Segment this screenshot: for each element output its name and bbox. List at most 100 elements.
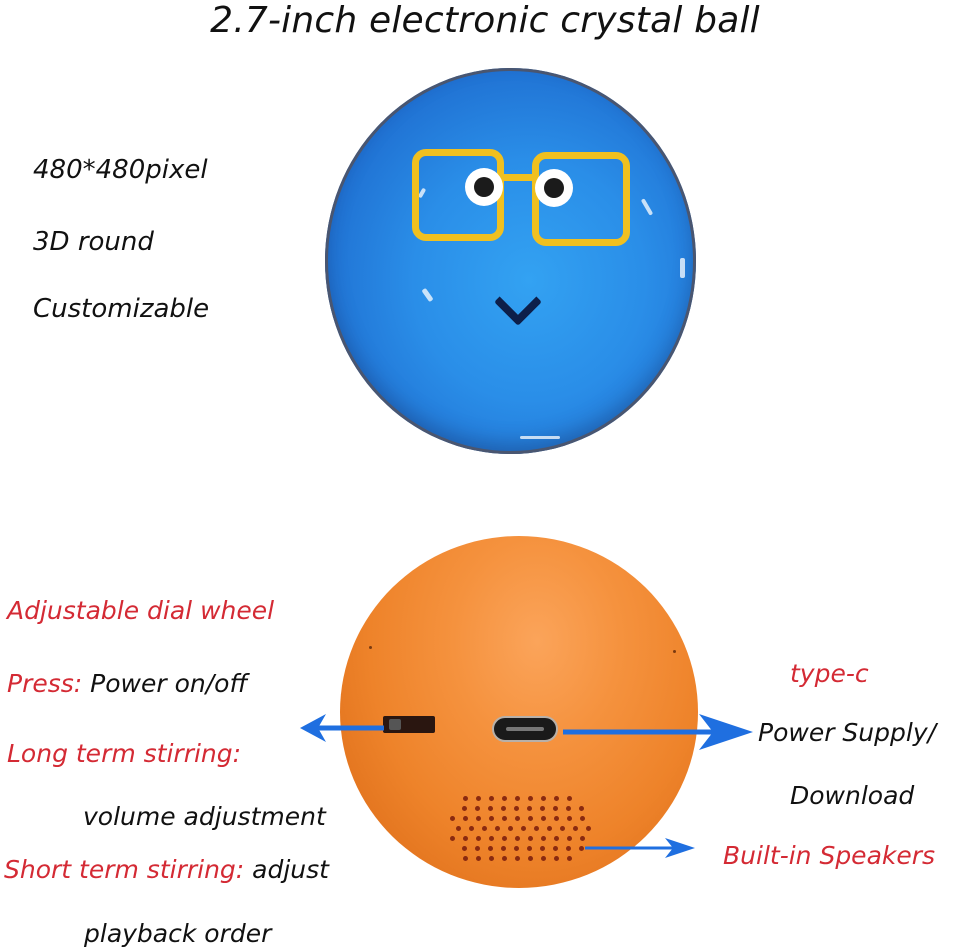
speaker-hole bbox=[449, 816, 455, 821]
glasses-bridge bbox=[503, 174, 533, 181]
speaker-hole bbox=[501, 816, 507, 821]
speaker-hole bbox=[488, 816, 494, 821]
glare bbox=[520, 436, 560, 439]
speaker-hole bbox=[579, 806, 584, 811]
usb-c-port bbox=[492, 716, 558, 742]
speaker-hole bbox=[553, 816, 559, 821]
speaker-hole bbox=[462, 856, 468, 861]
port-value-2: Download bbox=[790, 781, 915, 810]
short-stir-label: Short term stirring: bbox=[4, 855, 245, 884]
glare bbox=[421, 287, 434, 303]
speaker-hole bbox=[585, 826, 591, 831]
speaker-hole bbox=[566, 806, 571, 811]
speaker-hole bbox=[488, 836, 494, 841]
speaker-hole bbox=[501, 856, 507, 861]
spec-resolution: 480*480pixel bbox=[33, 155, 208, 185]
port-heading: type-c bbox=[790, 659, 869, 688]
speaker-hole bbox=[572, 826, 578, 831]
speaker-hole bbox=[579, 846, 584, 851]
speaker-hole bbox=[494, 826, 500, 831]
short-stir-callout: Short term stirring: adjust bbox=[4, 857, 329, 882]
speaker-hole bbox=[579, 836, 585, 841]
speaker-hole bbox=[540, 816, 546, 821]
speaker-hole bbox=[527, 816, 533, 821]
speaker-hole bbox=[527, 856, 533, 861]
speaker-hole bbox=[553, 856, 559, 861]
speaker-hole bbox=[540, 846, 545, 851]
speaker-hole bbox=[488, 856, 494, 861]
arrow-right-speaker-icon bbox=[585, 838, 695, 858]
arrow-right-icon bbox=[563, 714, 753, 750]
orange-ball-image bbox=[340, 536, 698, 888]
speaker-hole bbox=[533, 826, 539, 831]
speaker-hole bbox=[449, 836, 455, 841]
left-eye bbox=[465, 168, 503, 206]
speaker-hole bbox=[507, 826, 513, 831]
speaker-hole bbox=[475, 796, 481, 801]
press-callout: Press: Power on/off bbox=[7, 671, 248, 696]
speaker-hole bbox=[514, 836, 520, 841]
speaker-hole bbox=[514, 816, 520, 821]
speaker-hole bbox=[553, 796, 559, 801]
dial-knob bbox=[389, 719, 401, 730]
speaker-label: Built-in Speakers bbox=[723, 841, 936, 870]
right-eye bbox=[535, 169, 573, 207]
spec-shape: 3D round bbox=[33, 227, 154, 257]
speaker-grille bbox=[449, 796, 598, 866]
spec-customizable: Customizable bbox=[33, 294, 210, 324]
speaker-hole bbox=[462, 846, 467, 851]
short-stir-value: adjust bbox=[252, 855, 329, 884]
speaker-hole bbox=[462, 816, 468, 821]
speaker-hole bbox=[475, 846, 480, 851]
speaker-hole bbox=[527, 796, 533, 801]
speaker-hole bbox=[462, 806, 467, 811]
glare bbox=[680, 258, 685, 278]
speaker-hole bbox=[546, 826, 552, 831]
speaker-hole bbox=[540, 836, 546, 841]
speaker-hole bbox=[488, 806, 493, 811]
long-stir-value: volume adjustment bbox=[83, 802, 326, 831]
pupil bbox=[474, 177, 494, 197]
speaker-hole bbox=[514, 846, 519, 851]
speaker-hole bbox=[559, 826, 565, 831]
speaker-hole bbox=[501, 796, 507, 801]
dial-wheel bbox=[383, 716, 435, 733]
speaker-hole bbox=[481, 826, 487, 831]
press-value: Power on/off bbox=[90, 669, 248, 698]
speaker-hole bbox=[579, 816, 585, 821]
speaker-hole bbox=[514, 796, 520, 801]
long-stir-label: Long term stirring: bbox=[7, 739, 242, 768]
pupil bbox=[544, 178, 564, 198]
page-title: 2.7-inch electronic crystal ball bbox=[210, 0, 760, 41]
speaker-hole bbox=[475, 856, 481, 861]
short-stir-value-cont: playback order bbox=[84, 919, 272, 948]
speaker-hole bbox=[566, 836, 572, 841]
glasses-right-frame bbox=[532, 152, 630, 246]
speaker-hole bbox=[553, 846, 558, 851]
speaker-hole bbox=[527, 846, 532, 851]
glare bbox=[640, 198, 654, 216]
speaker-hole bbox=[475, 836, 481, 841]
speaker-hole bbox=[462, 836, 468, 841]
press-label: Press: bbox=[7, 669, 83, 698]
speaker-hole bbox=[488, 796, 494, 801]
speaker-hole bbox=[514, 856, 520, 861]
speaker-hole bbox=[475, 816, 481, 821]
speaker-hole bbox=[501, 806, 506, 811]
mouth-chevron-icon bbox=[493, 277, 543, 327]
pinhole bbox=[369, 646, 372, 649]
speaker-hole bbox=[566, 796, 572, 801]
blue-crystal-ball-image bbox=[325, 68, 696, 454]
port-value-1: Power Supply/ bbox=[758, 718, 937, 747]
speaker-hole bbox=[501, 836, 507, 841]
dial-heading: Adjustable dial wheel bbox=[7, 596, 275, 625]
speaker-hole bbox=[455, 826, 461, 831]
speaker-hole bbox=[475, 806, 480, 811]
speaker-hole bbox=[520, 826, 526, 831]
speaker-hole bbox=[566, 846, 571, 851]
speaker-hole bbox=[553, 806, 558, 811]
usb-c-tongue bbox=[506, 727, 544, 731]
speaker-hole bbox=[462, 796, 468, 801]
speaker-hole bbox=[566, 816, 572, 821]
speaker-hole bbox=[553, 836, 559, 841]
